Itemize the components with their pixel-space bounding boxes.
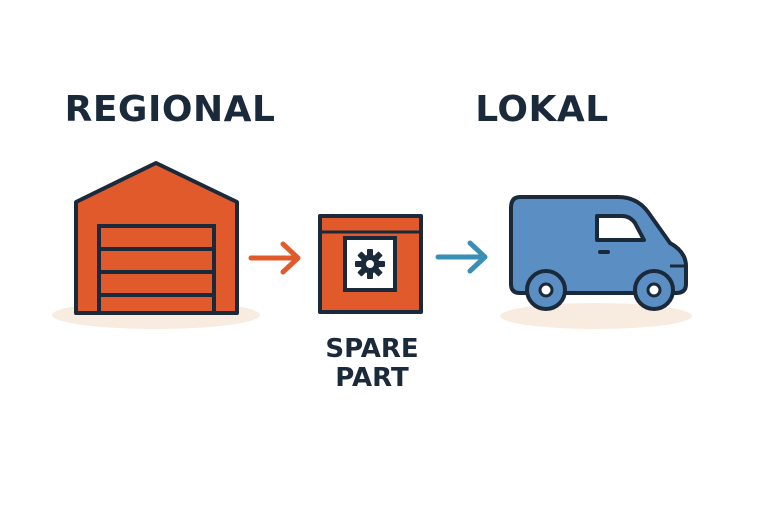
- van-wheel-rear: [525, 269, 567, 311]
- arrow-right-icon: [435, 240, 488, 274]
- lokal-label: LOKAL: [475, 89, 608, 130]
- van-wheel-front: [633, 269, 675, 311]
- van-body: [509, 195, 688, 295]
- delivery-van-icon: [500, 195, 692, 329]
- van-window: [595, 214, 646, 242]
- warehouse-door-frame: [97, 224, 216, 315]
- arrow-right-icon: [248, 241, 301, 275]
- spare-part-box-icon: [318, 214, 423, 314]
- spare-part-label-line2: PART: [335, 363, 409, 393]
- regional-label: REGIONAL: [65, 89, 276, 130]
- spare-part-label-line1: SPARE: [325, 334, 418, 364]
- warehouse-icon: [52, 161, 260, 329]
- van-door-handle: [598, 250, 610, 254]
- gear-icon: [355, 249, 385, 279]
